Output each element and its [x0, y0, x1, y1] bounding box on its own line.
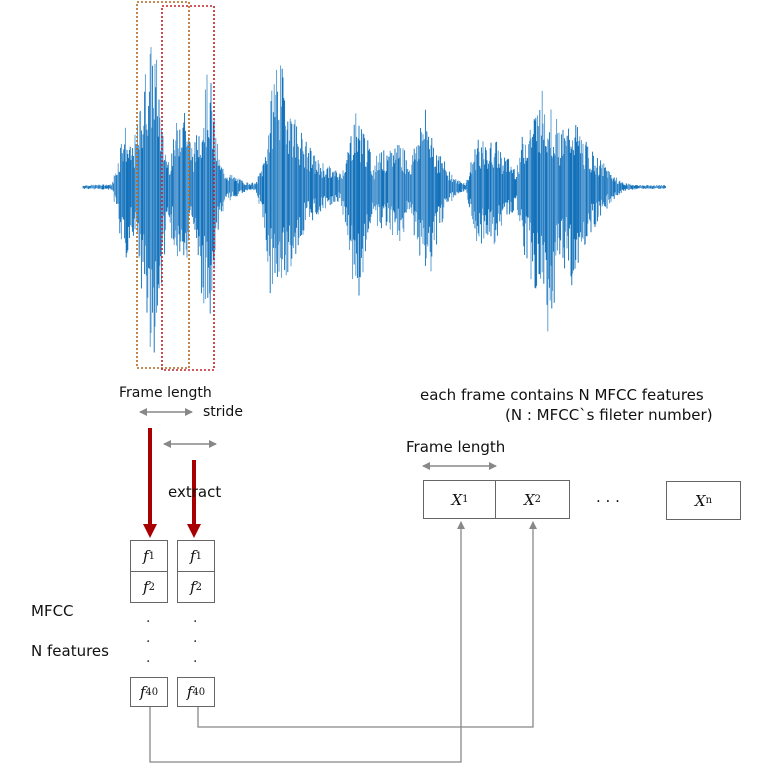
- vector-sub: 2: [534, 494, 542, 505]
- vector-var: X: [694, 491, 706, 510]
- feature-var: f: [190, 547, 196, 565]
- vertical-dot: .: [193, 650, 198, 666]
- mfcc-label: MFCC: [31, 602, 74, 620]
- frame-window-1: [136, 1, 190, 369]
- feature-var: f: [139, 683, 146, 701]
- frame-window-2: [161, 5, 215, 371]
- feature-sub: 40: [192, 686, 206, 698]
- horizontal-ellipsis: . . .: [596, 488, 620, 506]
- stride-label: stride: [203, 404, 243, 420]
- feature-var: f: [190, 578, 196, 596]
- n-features-label: N features: [31, 642, 109, 660]
- feature-var: f: [143, 578, 149, 596]
- vector-var: X: [523, 490, 535, 509]
- vector-sub: n: [705, 495, 713, 506]
- vertical-dot: .: [146, 630, 151, 646]
- feature-var: f: [186, 683, 193, 701]
- vertical-dot: .: [146, 650, 151, 666]
- feature-sub: 2: [148, 581, 155, 593]
- each-frame-label: each frame contains N MFCC features: [420, 386, 704, 404]
- frame-length-label-right: Frame length: [406, 438, 506, 456]
- feature-sub: 40: [145, 686, 159, 698]
- vertical-dot: .: [146, 610, 151, 626]
- vector-sub: 1: [462, 494, 469, 505]
- connector-frame2-to-x2: [197, 521, 537, 728]
- feature-var: f: [143, 547, 149, 565]
- feature-sub: 1: [195, 550, 202, 562]
- vector-var: X: [451, 490, 463, 509]
- vertical-dot: .: [193, 610, 198, 626]
- extract-label: extract: [168, 483, 222, 501]
- feature-sub: 2: [195, 581, 202, 593]
- vertical-dot: .: [193, 630, 198, 646]
- filter-number-note: (N : MFCC`s fileter number): [505, 406, 713, 424]
- feature-sub: 1: [148, 550, 155, 562]
- frame-length-label-left: Frame length: [119, 385, 212, 401]
- connector-frame1-to-x1: [149, 521, 465, 763]
